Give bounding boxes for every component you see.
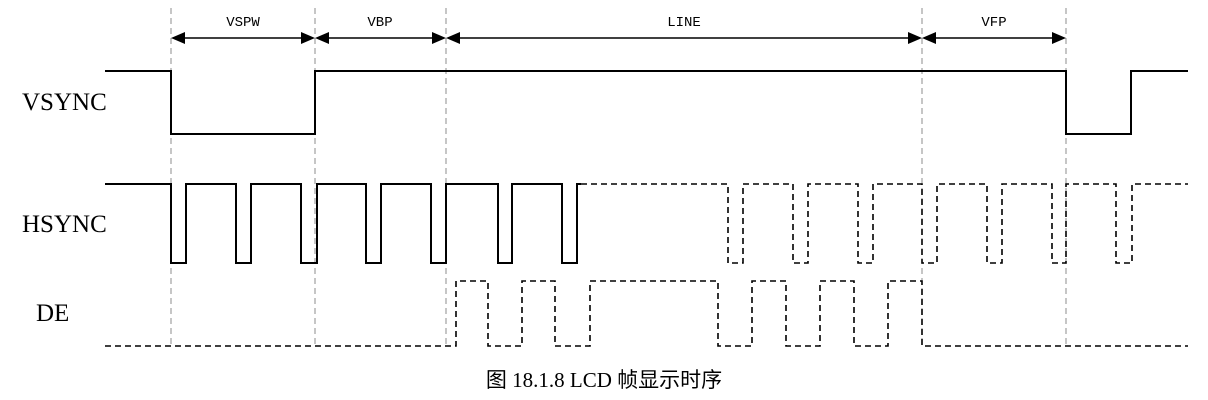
signal-label-vsync: VSYNC [22, 89, 107, 116]
figure-caption: 图 18.1.8 LCD 帧显示时序 [485, 368, 723, 392]
signal-label-hsync: HSYNC [22, 211, 107, 238]
segment-arrows [171, 32, 1066, 44]
arrow-vfp [922, 32, 1066, 44]
segment-label-vbp: VBP [367, 15, 392, 31]
vsync-waveform [105, 70, 1188, 135]
segment-label-line: LINE [667, 15, 701, 31]
arrow-vspw [171, 32, 315, 44]
segment-label-vspw: VSPW [226, 15, 260, 31]
guide-lines [170, 8, 1067, 348]
de-waveform [105, 280, 1188, 347]
signal-label-de: DE [36, 300, 69, 327]
arrow-vbp [315, 32, 446, 44]
signal-labels: VSYNC HSYNC DE [22, 89, 107, 327]
segment-labels: VSPW VBP LINE VFP [226, 15, 1006, 31]
arrow-line [446, 32, 922, 44]
segment-label-vfp: VFP [981, 15, 1006, 31]
hsync-waveform-dashed [581, 183, 1188, 264]
hsync-waveform-solid [105, 183, 581, 264]
